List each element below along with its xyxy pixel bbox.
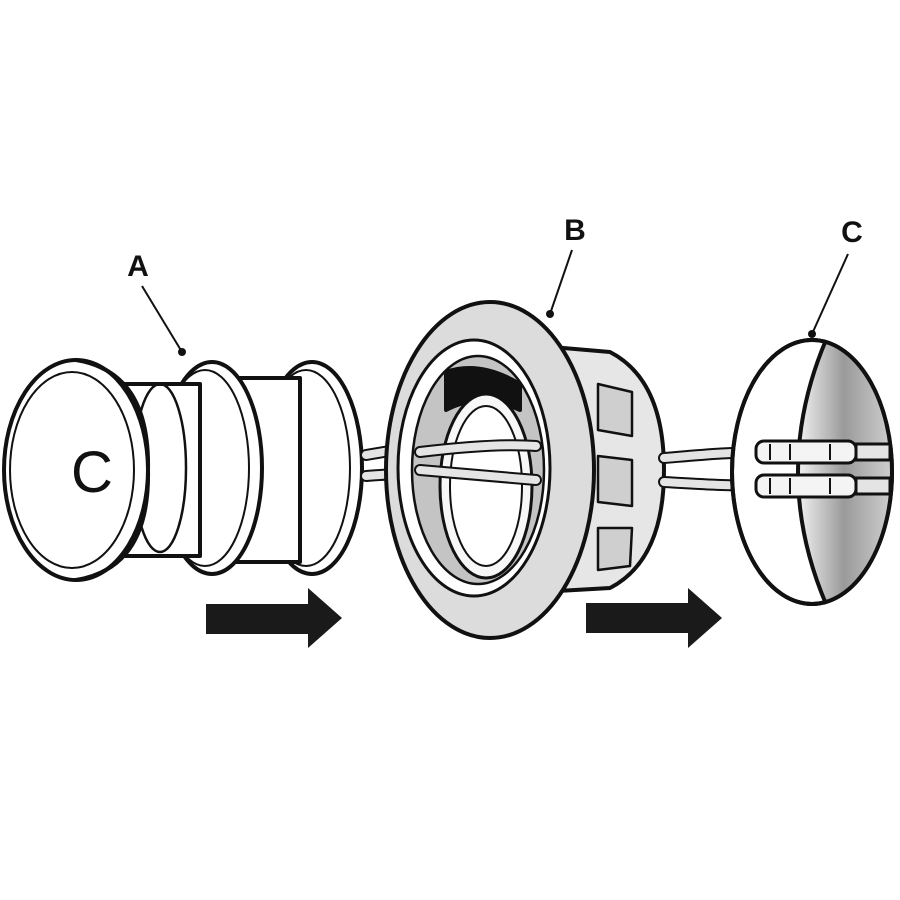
- insert-arrow-left: [206, 588, 342, 648]
- callout-c-label: C: [841, 216, 863, 249]
- callout-a: A: [127, 250, 186, 356]
- callout-a-label: A: [127, 250, 149, 283]
- crimp-terminals: [754, 439, 892, 499]
- insert-arrow-right: [586, 588, 722, 648]
- callout-b-label: B: [564, 214, 586, 247]
- wire-through-housing: [414, 439, 542, 486]
- callout-b: B: [546, 214, 586, 318]
- callout-c: C: [808, 216, 863, 338]
- end-cap-part-c: [730, 338, 894, 606]
- housing-part-b: [384, 300, 666, 640]
- plug-part-a: [2, 358, 364, 582]
- plug-face-mark: C: [71, 440, 113, 505]
